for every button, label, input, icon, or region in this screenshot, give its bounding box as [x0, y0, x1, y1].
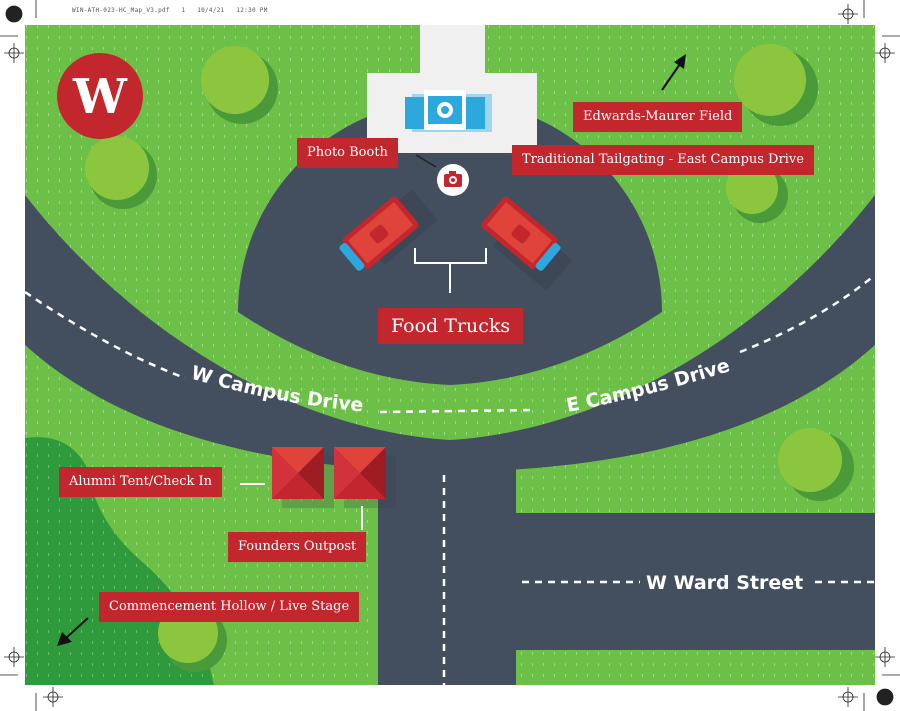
camera-icon	[437, 164, 469, 196]
trees	[85, 44, 854, 672]
food-truck	[339, 189, 438, 271]
south-road	[378, 440, 516, 685]
w-ward-street-label: W Ward Street	[646, 572, 803, 594]
food-trucks-connector	[414, 248, 487, 293]
photo-booth-connector	[415, 154, 437, 168]
tree	[726, 162, 788, 223]
founders-outpost-tent	[334, 447, 396, 508]
tree	[201, 46, 278, 124]
campus-drive-road	[25, 195, 875, 472]
tree	[85, 136, 157, 209]
edwards-maurer-field-label[interactable]: Edwards-Maurer Field	[573, 102, 743, 132]
university-w-logo: W	[57, 53, 143, 139]
w-ward-street	[510, 513, 875, 650]
arrow-north-east-icon	[661, 54, 686, 91]
arrow-south-west-icon	[57, 617, 89, 646]
print-header: WIN-ATH-023-HC_Map_V3.pdf 1 10/4/21 12:3…	[72, 7, 268, 14]
stadium-field-icon	[405, 90, 492, 132]
photo-booth-label[interactable]: Photo Booth	[297, 138, 398, 168]
svg-text:W: W	[72, 69, 128, 125]
tree	[734, 44, 818, 126]
alumni-tent	[272, 447, 334, 508]
founders-outpost-label[interactable]: Founders Outpost	[228, 532, 367, 562]
tailgating-label[interactable]: Traditional Tailgating - East Campus Dri…	[512, 145, 814, 175]
alumni-tent-label[interactable]: Alumni Tent/Check In	[59, 467, 223, 497]
food-trucks-label[interactable]: Food Trucks	[378, 308, 524, 344]
food-truck	[481, 196, 573, 291]
tree	[778, 428, 854, 501]
commencement-hollow-label[interactable]: Commencement Hollow / Live Stage	[99, 592, 360, 622]
